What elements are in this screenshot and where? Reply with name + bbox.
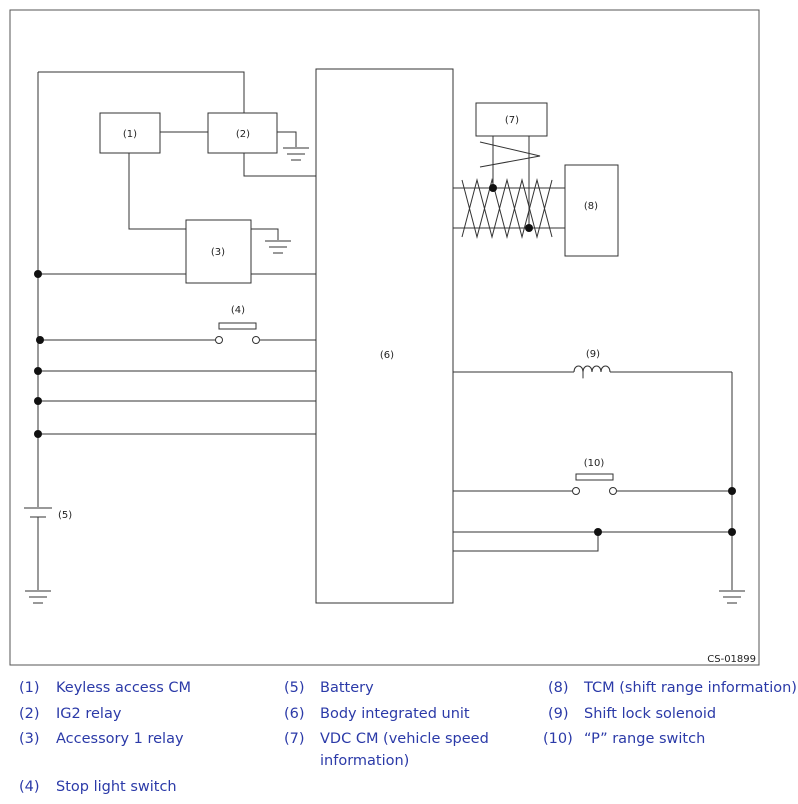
label-body-integrated-unit: (6) — [380, 350, 394, 361]
legend-text: IG2 relay — [56, 706, 122, 722]
legend-item: (4) Stop light switch — [0, 776, 260, 798]
legend-item: (1) Keyless access CM — [0, 677, 260, 699]
junction-dot — [34, 430, 42, 438]
legend-num: (1) — [19, 680, 40, 696]
junction-dot — [34, 270, 42, 278]
legend: (1) Keyless access CM (2) IG2 relay (3) … — [0, 676, 798, 804]
legend-text: Stop light switch — [56, 779, 177, 795]
legend-text: Body integrated unit — [320, 706, 470, 722]
junction-dot — [728, 528, 736, 536]
legend-item: (6) Body integrated unit — [0, 703, 540, 725]
label-stop-light-switch: (4) — [231, 305, 245, 316]
body-integrated-unit-box — [315, 68, 454, 604]
label-accessory1-relay: (3) — [211, 247, 225, 258]
legend-item: (7) VDC CM (vehicle speed information) — [0, 728, 540, 774]
keyless-access-cm-box — [99, 112, 161, 154]
junction-dot — [525, 224, 533, 232]
legend-text: VDC CM (vehicle speed information) — [320, 731, 489, 769]
legend-text: Shift lock solenoid — [584, 706, 717, 722]
label-keyless-access-cm: (1) — [123, 129, 137, 140]
legend-num: (8) — [548, 680, 569, 696]
legend-num: (7) — [284, 731, 305, 747]
legend-text: “P” range switch — [584, 731, 706, 747]
legend-text: TCM (shift range information) — [584, 680, 797, 696]
label-vdc-cm: (7) — [505, 115, 519, 126]
label-tcm: (8) — [584, 201, 598, 212]
ig2-relay-box — [207, 112, 278, 154]
junction-dot — [34, 397, 42, 405]
legend-num: (3) — [19, 731, 40, 747]
legend-item: (5) Battery — [0, 677, 540, 699]
label-ig2-relay: (2) — [236, 129, 250, 140]
legend-text: Battery — [320, 680, 374, 696]
label-battery: (5) — [58, 510, 72, 521]
legend-item: (8) TCM (shift range information) — [0, 677, 798, 699]
diagram-code: CS-01899 — [707, 654, 756, 665]
junction-dot — [594, 528, 602, 536]
legend-num: (10) — [543, 731, 573, 747]
legend-item: (3) Accessory 1 relay — [0, 728, 260, 750]
legend-num: (2) — [19, 706, 40, 722]
label-shift-lock-solenoid: (9) — [586, 349, 600, 360]
legend-item: (10) “P” range switch — [0, 728, 798, 750]
accessory1-relay-box — [185, 219, 252, 284]
junction-dot — [34, 367, 42, 375]
legend-item: (9) Shift lock solenoid — [0, 703, 798, 725]
legend-item: (2) IG2 relay — [0, 703, 260, 725]
tcm-box — [564, 164, 619, 257]
legend-text: Accessory 1 relay — [56, 731, 184, 747]
vdc-cm-box — [475, 102, 548, 137]
legend-num: (9) — [548, 706, 569, 722]
junction-dot — [728, 487, 736, 495]
junction-dot — [489, 184, 497, 192]
legend-num: (5) — [284, 680, 305, 696]
label-p-range-switch: (10) — [584, 458, 605, 469]
legend-num: (4) — [19, 779, 40, 795]
junction-dot — [36, 336, 44, 344]
legend-text: Keyless access CM — [56, 680, 192, 696]
diagram-frame — [9, 9, 760, 666]
wiring-diagram: (1) (2) (3) (4) (5) (6) (7) (8) (9) (10)… — [9, 9, 760, 666]
legend-num: (6) — [284, 706, 305, 722]
